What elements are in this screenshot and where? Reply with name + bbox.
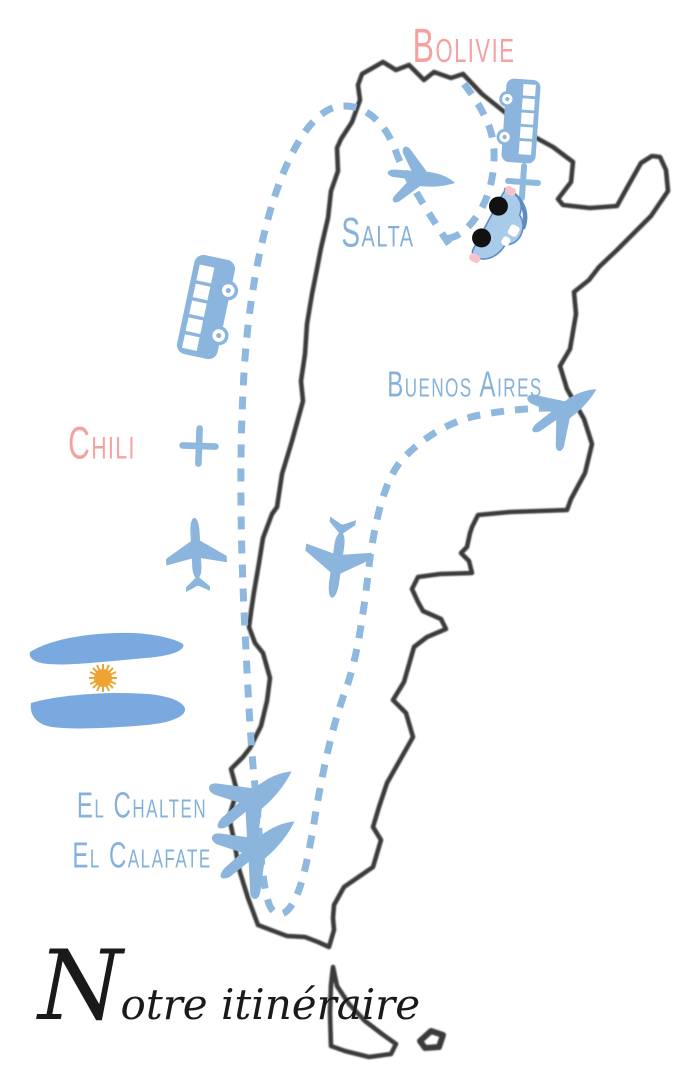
plus-icon-chili [182,428,216,464]
small-island-outline [417,1028,446,1051]
argentina-mainland-outline [226,59,671,950]
bus-icon-northeast [494,76,543,166]
label-el-calafate: El Calafate [72,836,212,877]
car-icon [469,185,528,264]
route-bolivia-to-salta [440,81,498,242]
argentina-map-outline [226,59,671,1060]
label-chili: Chili [68,419,136,470]
flag-sun-icon [89,664,117,692]
label-buenos-aires: Buenos Aires [387,365,543,406]
argentina-flag-icon [29,632,186,729]
label-bolivie: Bolivie [412,18,516,73]
bus-icon-west [173,251,245,364]
tierra-del-fuego-outline [327,964,399,1060]
flag-top-stripe [29,632,184,665]
airliner-plane-icon-west [163,516,229,594]
flag-bottom-stripe [30,693,186,729]
page-title: Notre itinéraire [38,929,421,1042]
label-el-chalten: El Chalten [76,786,208,827]
label-salta: Salta [341,209,415,256]
